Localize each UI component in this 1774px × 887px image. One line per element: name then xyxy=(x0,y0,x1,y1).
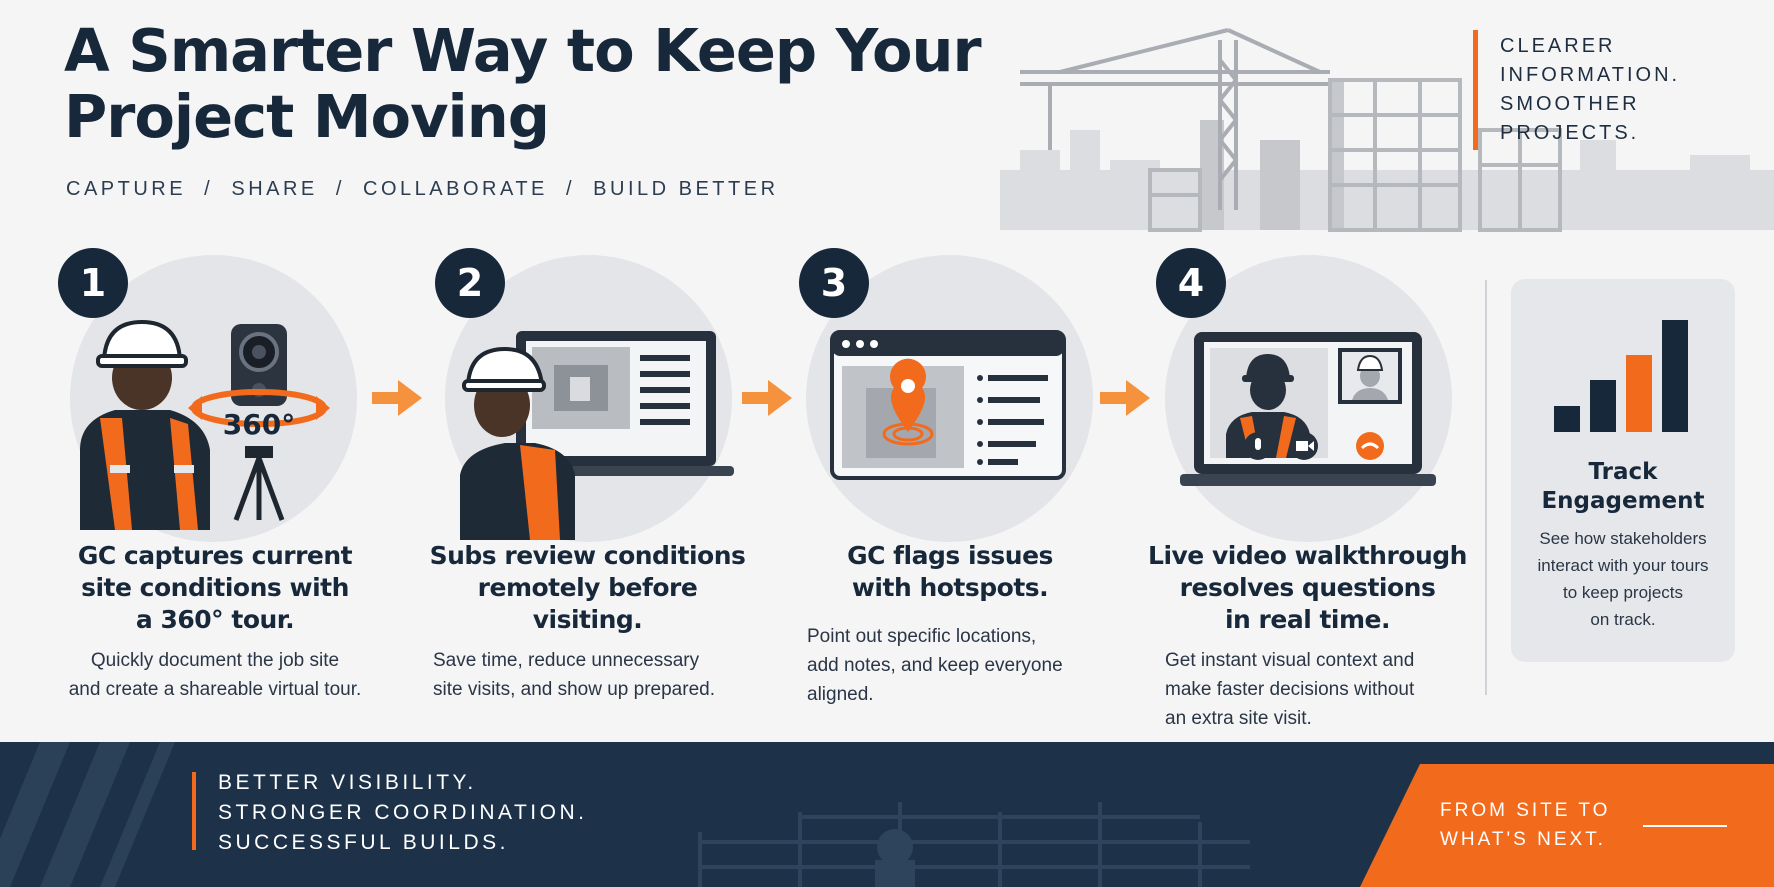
360-badge-text: 360° xyxy=(223,408,295,441)
step-3-desc-line: aligned. xyxy=(807,684,874,705)
step-3-desc-line: Point out specific locations, xyxy=(807,626,1037,647)
footer-orange-panel xyxy=(1360,764,1774,887)
tagline-line: SMOOTHER xyxy=(1500,93,1640,115)
footer-cta-line: WHAT'S NEXT. xyxy=(1440,829,1606,850)
tagline-line: INFORMATION. xyxy=(1500,64,1681,86)
step-3-title-line: with hotspots. xyxy=(851,573,1049,602)
step-3-description: Point out specific locations, add notes,… xyxy=(807,622,1107,709)
footer-slogan-line: STRONGER COORDINATION. xyxy=(218,801,588,824)
engagement-description: See how stakeholders interact with your … xyxy=(1511,525,1735,633)
step-1-desc-line: Quickly document the job site xyxy=(90,650,340,671)
engagement-desc-line: on track. xyxy=(1590,610,1656,629)
step-2-description: Save time, reduce unnecessary site visit… xyxy=(433,646,763,704)
step-1-title: GC captures current site conditions with… xyxy=(40,540,390,636)
engagement-title-line: Engagement xyxy=(1541,488,1705,514)
engagement-card xyxy=(1511,279,1735,662)
step-2-desc-line: site visits, and show up prepared. xyxy=(433,679,715,700)
step-1-title-line: site conditions with xyxy=(81,573,349,602)
tagline-accent-bar xyxy=(1473,30,1478,150)
footer-cta-line: FROM SITE TO xyxy=(1440,800,1611,821)
title-line-2: Project Moving xyxy=(64,82,550,151)
step-4-title-line: resolves questions xyxy=(1179,573,1436,602)
step-1-desc-line: and create a shareable virtual tour. xyxy=(68,679,362,700)
tagline-line: CLEARER xyxy=(1500,35,1616,57)
footer-slogan-line: SUCCESSFUL BUILDS. xyxy=(218,831,509,854)
step-4-title-line: Live video walkthrough xyxy=(1148,541,1467,570)
step-3-title-line: GC flags issues xyxy=(847,541,1053,570)
step-1-description: Quickly document the job site and create… xyxy=(40,646,390,704)
footer-accent-bar xyxy=(192,772,196,850)
step-1-title-line: a 360° tour. xyxy=(135,605,295,634)
step-3-number-badge: 3 xyxy=(799,248,869,318)
step-1-number-badge: 1 xyxy=(58,248,128,318)
page-subtitle: CAPTURE / SHARE / COLLABORATE / BUILD BE… xyxy=(66,178,779,200)
step-4-title-line: in real time. xyxy=(1224,605,1391,634)
step-3-title: GC flags issues with hotspots. xyxy=(780,540,1120,604)
step-4-number-badge: 4 xyxy=(1156,248,1226,318)
bar-chart-icon xyxy=(1554,320,1688,432)
step-arrow-1 xyxy=(372,380,422,416)
step-arrow-2 xyxy=(742,380,792,416)
step-2-title-line: Subs review conditions xyxy=(429,541,746,570)
step-1-title-line: GC captures current xyxy=(77,541,353,570)
tagline-line: PROJECTS. xyxy=(1500,122,1640,144)
step-2-title-line: visiting. xyxy=(532,605,643,634)
tagline: CLEARER INFORMATION. SMOOTHER PROJECTS. xyxy=(1500,32,1680,148)
vertical-divider xyxy=(1485,280,1487,695)
step-2-title-line: remotely before xyxy=(477,573,698,602)
worker-360-camera-illustration: 360° xyxy=(80,319,330,530)
footer-cta: FROM SITE TO WHAT'S NEXT. xyxy=(1440,796,1610,854)
engagement-desc-line: See how stakeholders xyxy=(1539,529,1707,548)
step-2-desc-line: Save time, reduce unnecessary xyxy=(433,650,700,671)
footer-stripes-decoration xyxy=(0,742,1250,887)
worker-laptop-review-illustration xyxy=(460,331,734,540)
step-4-description: Get instant visual context and make fast… xyxy=(1165,646,1465,733)
engagement-desc-line: interact with your tours xyxy=(1537,556,1709,575)
engagement-title: Track Engagement xyxy=(1511,458,1735,516)
footer-slogan: BETTER VISIBILITY. STRONGER COORDINATION… xyxy=(218,768,587,858)
title-line-1: A Smarter Way to Keep Your xyxy=(64,16,982,85)
browser-hotspot-illustration xyxy=(830,330,1066,480)
footer-cta-underline xyxy=(1643,825,1727,827)
engagement-title-line: Track xyxy=(1588,459,1658,485)
video-call-laptop-illustration xyxy=(1180,332,1436,486)
engagement-desc-line: to keep projects xyxy=(1562,583,1683,602)
page-title: A Smarter Way to Keep Your Project Movin… xyxy=(64,18,1004,150)
step-2-title: Subs review conditions remotely before v… xyxy=(410,540,765,636)
step-4-desc-line: Get instant visual context and xyxy=(1165,650,1415,671)
step-2-number-badge: 2 xyxy=(435,248,505,318)
step-4-title: Live video walkthrough resolves question… xyxy=(1130,540,1485,636)
step-4-desc-line: make faster decisions without xyxy=(1165,679,1415,700)
step-3-desc-line: add notes, and keep everyone xyxy=(807,655,1063,676)
footer-slogan-line: BETTER VISIBILITY. xyxy=(218,771,477,794)
step-4-desc-line: an extra site visit. xyxy=(1165,708,1312,729)
construction-skyline-illustration xyxy=(1000,28,1774,232)
step-arrow-3 xyxy=(1100,380,1150,416)
